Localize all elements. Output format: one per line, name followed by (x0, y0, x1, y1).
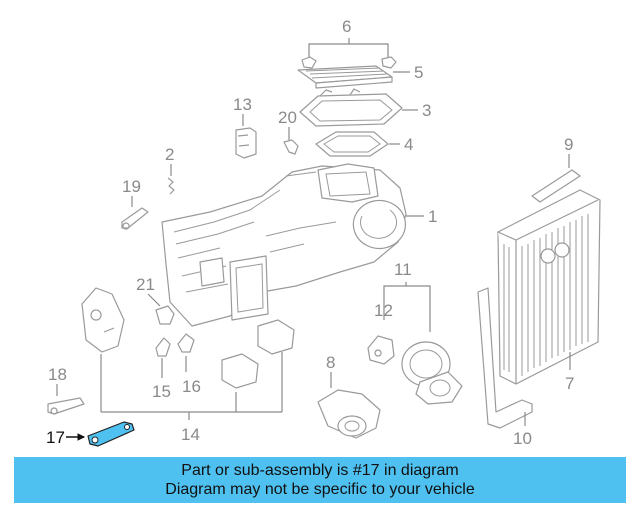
callout-14: 14 (181, 425, 200, 444)
callout-18: 18 (48, 365, 67, 384)
callout-20: 20 (278, 108, 297, 127)
actuator-left (81, 287, 125, 353)
part-6-clips (301, 38, 397, 69)
callout-21: 21 (136, 275, 155, 294)
part-18-lever (47, 397, 85, 415)
part-13-bracket (235, 127, 257, 159)
callout-1: 1 (428, 207, 437, 226)
part-17-lever-highlighted[interactable] (87, 421, 135, 447)
part-15-sensor (155, 337, 171, 357)
banner-line-1: Part or sub-assembly is #17 in diagram (181, 462, 459, 479)
part-16-sensor (177, 333, 195, 353)
part-7-heater-core (497, 189, 601, 385)
callout-10: 10 (513, 429, 532, 448)
part-10-seal (477, 287, 533, 429)
callout-2: 2 (165, 145, 174, 164)
part-4-seal (315, 131, 400, 157)
callout-12: 12 (374, 301, 393, 320)
callout-19: 19 (122, 177, 141, 196)
callout-17: 17 (46, 428, 65, 447)
part-1-housing (161, 163, 424, 327)
actuator-middle (221, 353, 259, 389)
group-14-bracket (100, 352, 283, 420)
part-12-resistor (367, 335, 395, 365)
parts-diagram: 6 5 3 4 20 13 2 19 (46, 17, 601, 448)
callout-11: 11 (394, 260, 412, 279)
callout-15: 15 (152, 382, 171, 401)
callout-9: 9 (564, 135, 573, 154)
callout-16: 16 (182, 377, 201, 396)
part-19-link (121, 207, 149, 230)
callout-6: 6 (342, 17, 351, 36)
part-2-clip (167, 177, 175, 195)
info-banner: Part or sub-assembly is #17 in diagram D… (14, 457, 626, 503)
banner-line-2: Diagram may not be specific to your vehi… (165, 481, 475, 498)
actuator-right (257, 319, 295, 355)
part-20-screw (283, 139, 299, 155)
callout-5: 5 (414, 63, 423, 82)
part-11-blower-motor (401, 341, 463, 405)
callout-8: 8 (326, 353, 335, 372)
part-5-filter (297, 65, 410, 89)
part-9-strip (531, 169, 581, 203)
callout-13: 13 (233, 95, 252, 114)
callout-4: 4 (404, 135, 413, 154)
callout-7: 7 (565, 374, 574, 393)
part-21-sensor (155, 305, 175, 325)
part-8-motor (317, 389, 381, 439)
part-3-frame (299, 88, 418, 127)
callout-3: 3 (422, 101, 431, 120)
